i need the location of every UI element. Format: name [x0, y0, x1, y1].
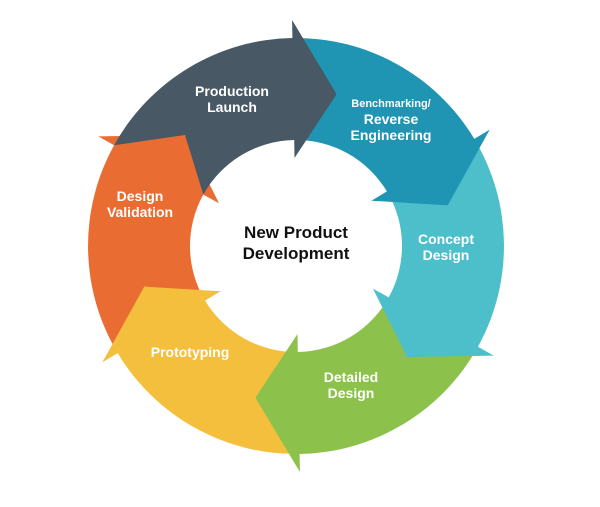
label-line: Detailed: [323, 369, 379, 385]
label-line: Validation: [106, 204, 174, 220]
center-title: New Product Development: [243, 222, 350, 264]
label-line: Design: [327, 385, 375, 401]
arrow-segment-concept-design: [373, 138, 504, 357]
stage-label-benchmarking: Benchmarking/ Reverse Engineering: [351, 97, 432, 143]
center-title-line: New Product: [244, 223, 348, 242]
stage-label-detailed-design: Detailed Design: [324, 369, 378, 401]
label-line: Design: [422, 247, 470, 263]
stage-label-prototyping: Prototyping: [151, 344, 230, 360]
label-line: Reverse: [363, 111, 419, 127]
arrow-segment-detailed-design: [255, 297, 478, 472]
stage-label-production-launch: Production Launch: [195, 83, 269, 115]
label-line: Engineering: [350, 127, 432, 143]
arrow-segment-design-validation: [88, 135, 219, 354]
arrow-segment-prototyping: [102, 286, 300, 455]
label-line: Prototyping: [150, 344, 230, 360]
label-line: Design: [116, 188, 164, 204]
stage-label-design-validation: Design Validation: [107, 188, 173, 220]
label-line: Production: [195, 83, 269, 99]
center-title-line: Development: [242, 244, 350, 263]
stage-label-concept-design: Concept Design: [418, 231, 474, 263]
arrow-segment-benchmarking: [292, 37, 490, 206]
label-line: Concept: [418, 231, 474, 247]
label-line: Launch: [207, 99, 257, 115]
arrow-segment-production-launch: [114, 20, 337, 195]
label-line: Benchmarking/: [351, 98, 431, 110]
